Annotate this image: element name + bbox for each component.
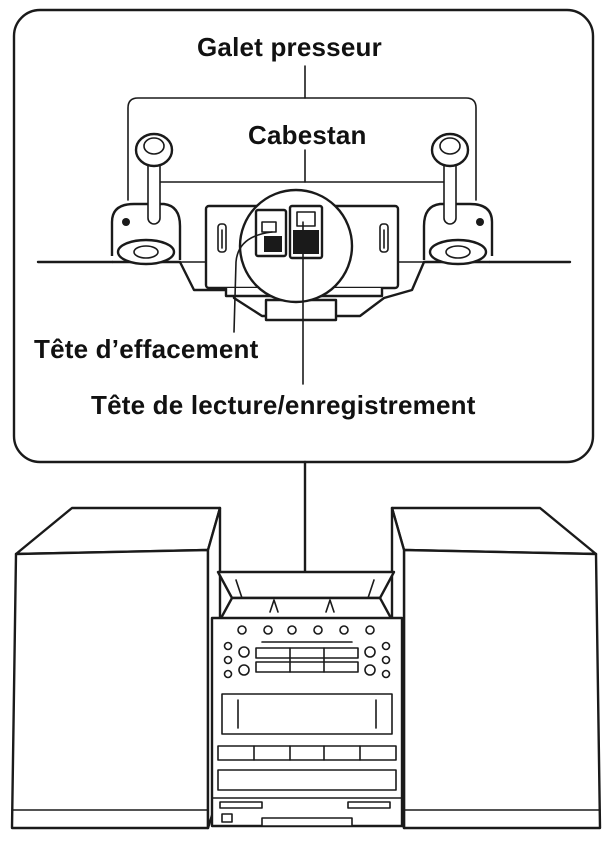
main-unit xyxy=(212,572,402,826)
function-keys xyxy=(218,746,396,760)
cd-tray xyxy=(218,770,396,790)
record-playback-head xyxy=(290,206,322,258)
erase-head-label: Tête d’effacement xyxy=(34,336,258,362)
right-pinch-roller xyxy=(424,134,492,264)
record-playback-head-label: Tête de lecture/enregistrement xyxy=(91,392,476,418)
unit-display xyxy=(222,694,392,734)
right-speaker xyxy=(392,508,600,828)
capstan-label: Cabestan xyxy=(248,122,367,148)
pinch-roller-label: Galet presseur xyxy=(197,34,382,60)
left-pinch-roller xyxy=(112,134,180,264)
left-speaker xyxy=(12,508,220,828)
erase-head xyxy=(256,210,286,256)
capstan-leader-lines xyxy=(150,150,454,182)
